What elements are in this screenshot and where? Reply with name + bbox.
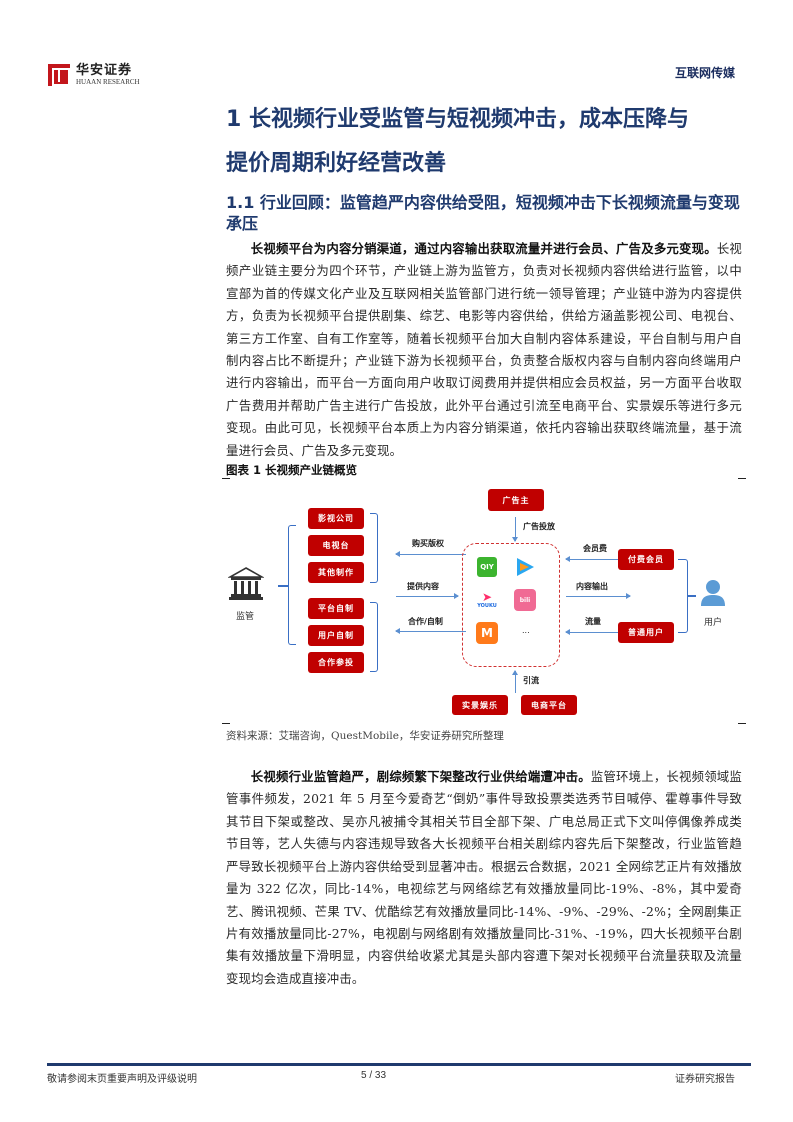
box-co-investment: 合作参投 (308, 652, 364, 674)
logo-mark-icon (48, 64, 70, 86)
box-ecommerce: 电商平台 (521, 695, 577, 716)
heading-line-1: 1 长视频行业受监管与短视频冲击，成本压降与 (226, 107, 689, 132)
logo-cn: 华安证券 (76, 63, 133, 78)
page-number: 5 / 33 (361, 1070, 387, 1081)
arrow-cooperation (395, 628, 466, 635)
box-paid-member: 付费会员 (618, 549, 674, 571)
heading-line-2: 提价周期利好经营改善 (226, 151, 447, 176)
arrow-membership-fee (565, 556, 618, 563)
paragraph-1-body: 长视频产业链主要分为四个环节，产业链上游为监管方，负责对长视频内容供给进行监管，… (226, 241, 742, 458)
label-ad-placement: 广告投放 (523, 522, 555, 532)
box-tv-station: 电视台 (308, 535, 364, 557)
arrow-provide-content (396, 593, 459, 600)
arrow-traffic (565, 629, 618, 636)
footer-rule (47, 1063, 751, 1066)
brace-tick (688, 595, 696, 597)
platform-group (462, 543, 560, 668)
footer-report-type: 证券研究报告 (675, 1074, 735, 1085)
label-buy-copyright: 购买版权 (412, 539, 444, 549)
brace-tick (278, 585, 288, 587)
paragraph-1: 长视频平台为内容分销渠道，通过内容输出获取流量并进行会员、广告及多元变现。长视频… (226, 238, 742, 462)
supplier-brace (370, 513, 378, 584)
box-film-company: 影视公司 (308, 508, 364, 530)
user-brace (678, 559, 688, 634)
youku-app-icon: ➤ YOUKU (476, 589, 498, 612)
arrow-content-output (566, 593, 631, 600)
label-diversion: 引流 (523, 676, 539, 686)
logo-en: HUAAN RESEARCH (76, 78, 140, 86)
label-content-output: 内容输出 (576, 582, 608, 592)
arrow-diversion (512, 670, 518, 694)
user-label: 用户 (704, 618, 723, 629)
iqiyi-app-icon: QIY (476, 556, 498, 579)
figure-source: 资料来源：艾瑞咨询，QuestMobile，华安证券研究所整理 (226, 730, 504, 743)
box-advertiser: 广告主 (488, 489, 544, 512)
tencent-video-app-icon (517, 558, 534, 577)
section-heading-1: 1 长视频行业受监管与短视频冲击，成本压降与 提价周期利好经营改善 (226, 98, 742, 186)
figure-bottom-rule (222, 723, 746, 725)
industry-chain-diagram: 监管 影视公司 电视台 其他制作 平台自制 用户自制 合作参投 购买版权 提供内… (226, 483, 742, 716)
paragraph-2-body: 监管环境上，长视频领域监管事件频发，2021 年 5 月至今爱奇艺“倒奶”事件导… (226, 769, 742, 986)
government-building-icon (228, 567, 264, 601)
label-provide-content: 提供内容 (407, 582, 439, 592)
company-logo: 华安证券 HUAAN RESEARCH (48, 63, 140, 87)
label-traffic: 流量 (585, 617, 601, 627)
figure-top-rule (222, 478, 746, 480)
regulator-brace (288, 525, 296, 646)
section-label: 互联网传媒 (674, 66, 735, 80)
more-apps-ellipsis: ... (522, 626, 530, 636)
bilibili-app-icon: bili (514, 589, 536, 612)
corner-tick (738, 723, 746, 725)
corner-tick (738, 478, 746, 480)
box-live-entertainment: 实景娱乐 (452, 695, 508, 716)
arrow-ad-placement (512, 517, 518, 543)
footer-disclaimer: 敬请参阅末页重要声明及评级说明 (47, 1074, 197, 1085)
label-cooperation: 合作/自制 (408, 617, 443, 627)
paragraph-2: 长视频行业监管趋严，剧综频繁下架整改行业供给端遭冲击。监管环境上，长视频领域监管… (226, 766, 742, 990)
main-content: 1 长视频行业受监管与短视频冲击，成本压降与 提价周期利好经营改善 1.1 行业… (222, 98, 746, 990)
box-platform-self-made: 平台自制 (308, 598, 364, 620)
label-membership-fee: 会员费 (583, 544, 607, 554)
box-other-production: 其他制作 (308, 562, 364, 584)
figure-title: 图表 1 长视频产业链概览 (226, 463, 358, 478)
user-person-icon (701, 580, 725, 607)
box-normal-user: 普通用户 (618, 622, 674, 644)
regulator-label: 监管 (236, 612, 255, 623)
mango-tv-app-icon: M (476, 622, 498, 645)
box-user-self-made: 用户自制 (308, 625, 364, 647)
paragraph-1-lead: 长视频平台为内容分销渠道，通过内容输出获取流量并进行会员、广告及多元变现。 (250, 241, 717, 256)
corner-tick (222, 723, 230, 725)
corner-tick (222, 478, 230, 480)
arrow-buy-copyright (395, 551, 466, 558)
paragraph-2-lead: 长视频行业监管趋严，剧综频繁下架整改行业供给端遭冲击。 (250, 769, 591, 785)
subsection-heading: 1.1 行业回顾：监管趋严内容供给受阻，短视频冲击下长视频流量与变现承压 (226, 193, 740, 233)
self-made-brace (370, 602, 378, 673)
